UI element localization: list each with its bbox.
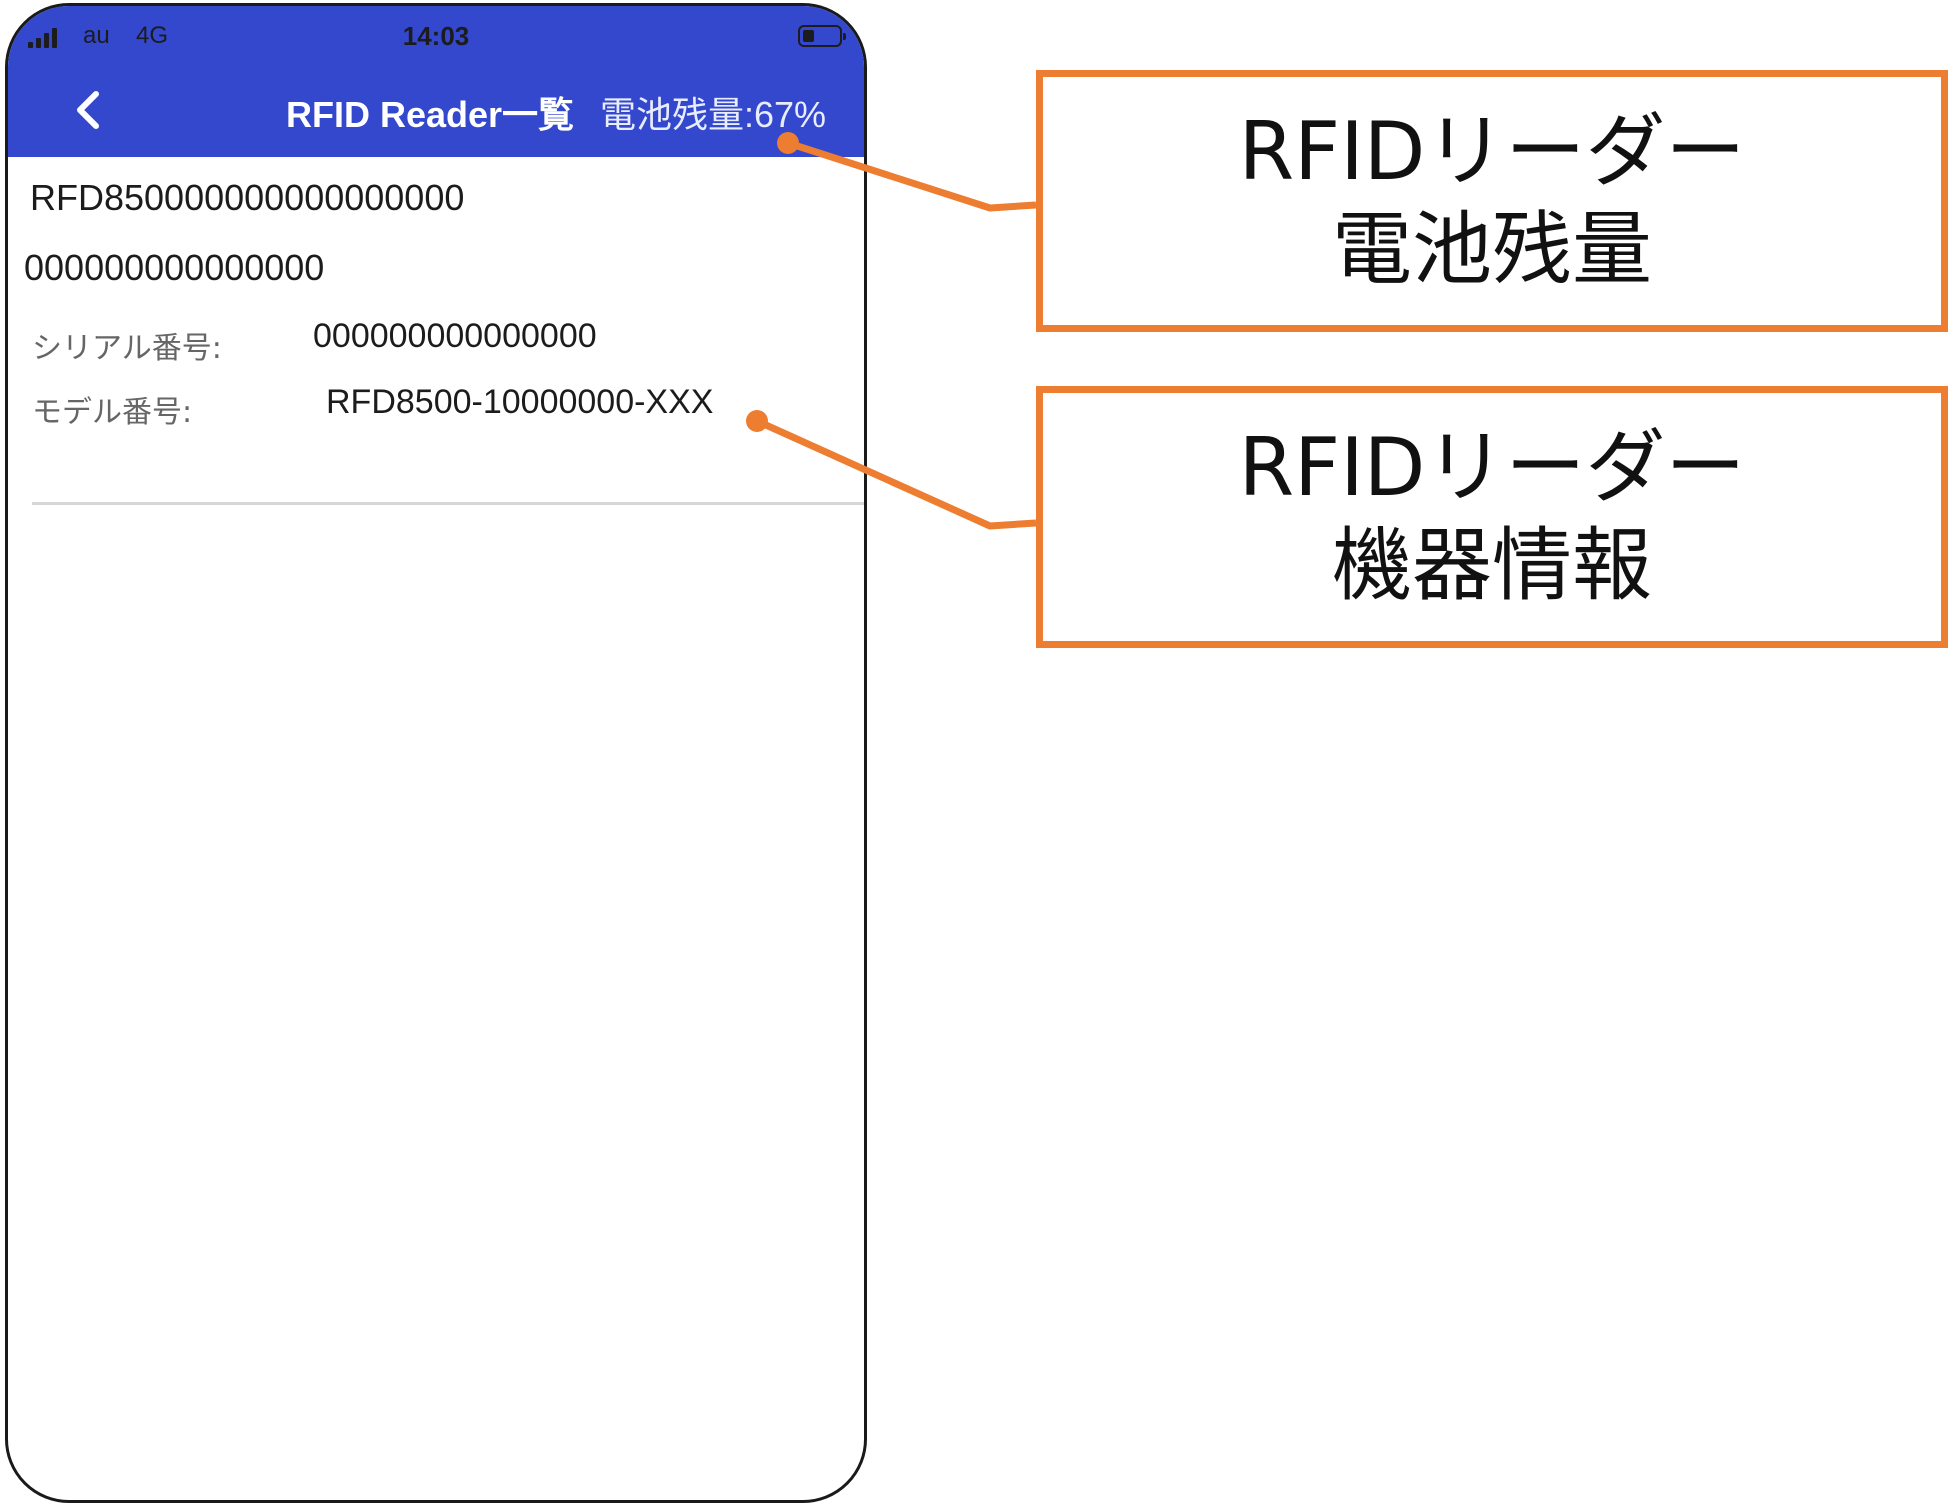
page-title: RFID Reader一覧 <box>286 94 575 135</box>
battery-callout-line1: RFIDリーダー <box>1238 105 1746 199</box>
chevron-left-icon <box>77 91 99 129</box>
model-value: RFD8500-10000000-XXX <box>326 383 714 421</box>
carrier-label: au <box>83 22 110 49</box>
reader-name: RFD850000000000000000 <box>30 177 465 218</box>
serial-label: シリアル番号: <box>32 331 222 366</box>
reader-id: 000000000000000 <box>24 247 325 288</box>
divider <box>32 502 864 505</box>
device-info-callout-line2: 機器情報 <box>1332 519 1652 612</box>
app-header: au 4G 14:03 RFID Reader一覧 電池残量:67% <box>8 6 864 157</box>
status-time: 14:03 <box>402 21 470 51</box>
device-info-callout: RFIDリーダー 機器情報 <box>1036 386 1948 648</box>
model-label: モデル番号: <box>32 395 193 430</box>
battery-level-text: 電池残量:67% <box>600 94 827 135</box>
battery-callout-line2: 電池残量 <box>1332 203 1652 296</box>
battery-icon <box>798 25 846 47</box>
signal-icon <box>28 28 57 48</box>
device-info-callout-line1: RFIDリーダー <box>1238 421 1746 515</box>
status-bar: au 4G 14:03 <box>8 6 864 66</box>
battery-callout: RFIDリーダー 電池残量 <box>1036 70 1948 332</box>
back-button[interactable] <box>70 88 106 132</box>
phone-screen: au 4G 14:03 RFID Reader一覧 電池残量:67% RFD85… <box>5 3 867 1503</box>
network-label: 4G <box>136 22 169 49</box>
serial-value: 000000000000000 <box>313 317 597 355</box>
